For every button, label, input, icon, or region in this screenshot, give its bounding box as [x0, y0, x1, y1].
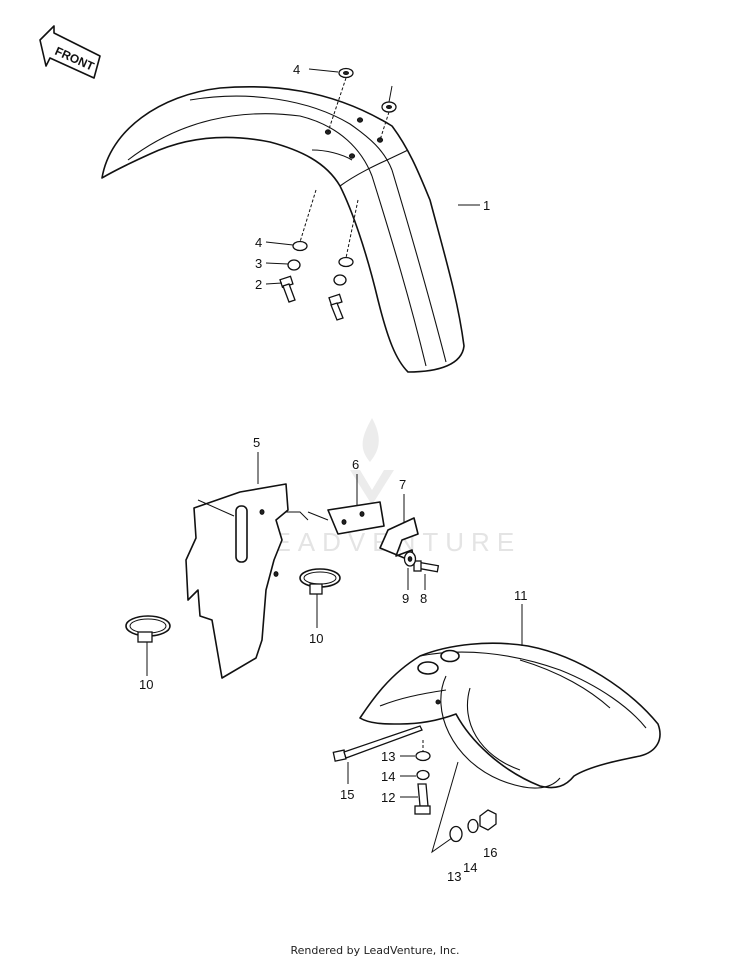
front-direction-badge: FRONT — [39, 25, 101, 79]
hose-clamp-part-10-left — [125, 615, 171, 643]
callout-1: 1 — [483, 198, 490, 213]
callout-13-top: 13 — [381, 749, 395, 764]
front-fender-part-1 — [101, 85, 465, 373]
callout-9: 9 — [402, 591, 409, 606]
callout-3: 3 — [255, 256, 262, 271]
callout-6: 6 — [352, 457, 359, 472]
bracket-plate-part-6 — [307, 501, 385, 535]
callout-14-top: 14 — [381, 769, 395, 784]
mud-guard-plate-part-5 — [185, 483, 309, 679]
rear-fender-hardware — [332, 725, 497, 854]
rear-fender-part-11 — [359, 642, 661, 789]
rendered-by-footer: Rendered by LeadVenture, Inc. — [290, 944, 460, 957]
washer-bottom-right — [338, 256, 354, 268]
washer-part-13-top — [415, 750, 431, 762]
bolt-left — [279, 275, 296, 303]
nut-right — [333, 274, 347, 286]
hose-clamp-part-10-right — [299, 568, 341, 595]
washer-bottom-left — [292, 240, 308, 252]
callout-12: 12 — [381, 790, 395, 805]
callout-2: 2 — [255, 277, 262, 292]
nut-left — [287, 259, 301, 271]
callout-10-right: 10 — [309, 631, 323, 646]
bolt-part-8 — [413, 560, 440, 573]
callout-labels: 1 2 3 4 4 5 6 7 8 9 10 10 11 12 13 13 14… — [139, 62, 528, 884]
callout-4-bottom: 4 — [255, 235, 262, 250]
nut-part-16 — [479, 809, 497, 831]
fender-mount-hardware — [279, 67, 397, 321]
callout-7: 7 — [399, 477, 406, 492]
washer-part-9 — [403, 551, 417, 567]
callout-8: 8 — [420, 591, 427, 606]
bolt-right — [328, 293, 344, 321]
callout-4-top: 4 — [293, 62, 300, 77]
callout-13-bottom: 13 — [447, 869, 461, 884]
callout-10-left: 10 — [139, 677, 153, 692]
callout-5: 5 — [253, 435, 260, 450]
bolt-part-15 — [332, 725, 423, 762]
bolt-part-12 — [414, 783, 431, 815]
callout-16: 16 — [483, 845, 497, 860]
washer-part-14-top — [416, 769, 430, 781]
washer-part-14-bottom — [467, 818, 479, 834]
callout-leader-lines — [146, 68, 523, 798]
washer-part-13-bottom — [449, 825, 463, 843]
callout-11: 11 — [514, 588, 528, 603]
callout-14-bottom: 14 — [463, 860, 477, 875]
callout-15: 15 — [340, 787, 354, 802]
